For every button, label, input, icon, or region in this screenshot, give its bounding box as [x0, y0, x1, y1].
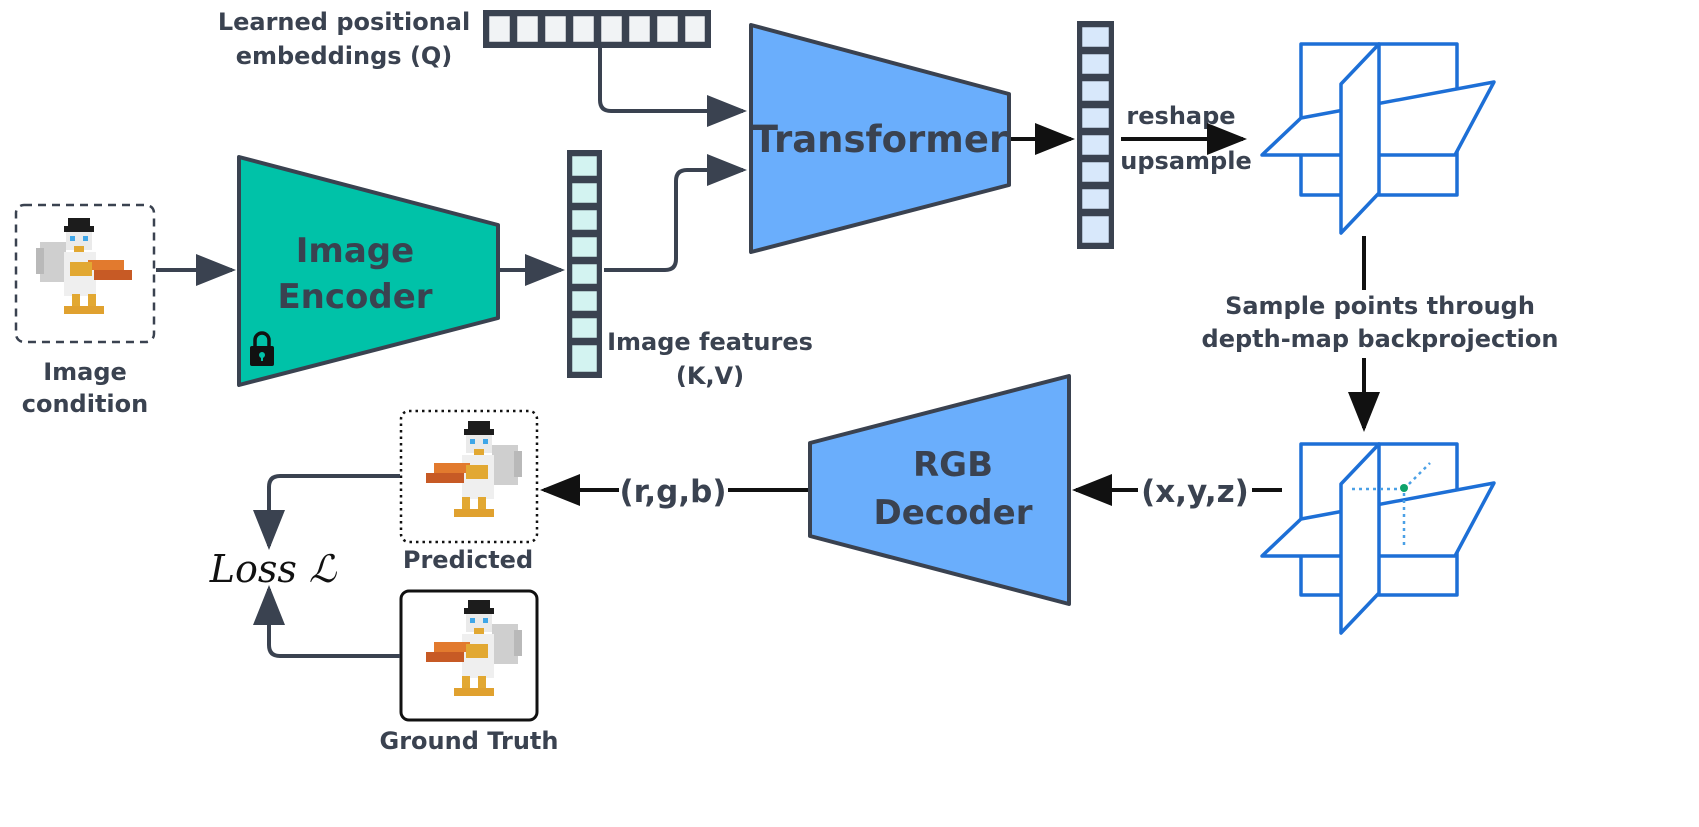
voxel-bird-icon	[426, 421, 522, 517]
edge-features-to-transformer	[604, 154, 747, 272]
predicted-label: Predicted	[403, 546, 533, 574]
rgb-decoder-label: RGB	[913, 445, 993, 485]
reshape-label: reshape	[1126, 102, 1235, 130]
sample-points-label-2: depth-map backprojection	[1202, 325, 1559, 353]
sample-points-label: Sample points through	[1225, 292, 1535, 320]
image-feature-tokens	[567, 150, 602, 378]
xyz-label: (x,y,z)	[1141, 474, 1249, 510]
predicted-image: Predicted	[399, 409, 539, 574]
learned-embeddings-label: Learned positional	[218, 8, 470, 36]
learned-embeddings-label-2: embeddings (Q)	[236, 42, 453, 70]
rgb-decoder: RGB Decoder	[808, 374, 1071, 606]
image-features-label: Image features	[607, 328, 813, 356]
ground-truth-frame	[399, 589, 539, 722]
transformer: Transformer	[749, 23, 1011, 254]
image-condition-label-2: condition	[22, 390, 148, 418]
lock-icon	[250, 331, 274, 366]
image-encoder-block	[237, 155, 500, 387]
transformer-block	[749, 23, 1011, 254]
image-condition-frame	[14, 203, 156, 344]
image-encoder-label-2: Encoder	[277, 277, 432, 317]
triplane-bottom	[1260, 442, 1496, 635]
voxel-bird-icon	[36, 218, 132, 314]
rgb-decoder-block	[808, 374, 1071, 606]
triplane-tokens	[1077, 21, 1114, 249]
ground-truth-label: Ground Truth	[380, 727, 559, 755]
image-condition: Image condition	[14, 203, 156, 418]
sample-point-marker	[1400, 484, 1408, 492]
image-features-label-2: (K,V)	[676, 362, 744, 390]
voxel-bird-icon	[426, 600, 522, 696]
image-encoder: Image Encoder	[237, 155, 500, 387]
rgb-label: (r,g,b)	[619, 474, 726, 510]
predicted-frame	[399, 409, 539, 544]
edge-groundtruth-to-loss	[253, 585, 400, 658]
image-encoder-label: Image	[296, 231, 414, 271]
ground-truth-image: Ground Truth	[380, 589, 559, 755]
upsample-label: upsample	[1120, 147, 1251, 175]
triplane-top	[1260, 42, 1496, 235]
edge-predicted-to-loss	[253, 474, 400, 550]
learned-embedding-tokens	[483, 10, 711, 48]
transformer-label: Transformer	[753, 118, 1008, 161]
rgb-decoder-label-2: Decoder	[874, 493, 1033, 533]
loss-label: Loss ℒ	[209, 547, 338, 591]
image-condition-label: Image	[43, 358, 127, 386]
edge-embeddings-to-transformer	[598, 48, 747, 127]
